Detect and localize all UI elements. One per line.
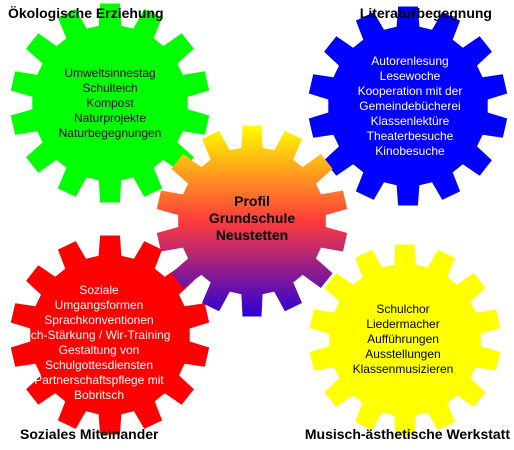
list-item: Soziale (79, 283, 119, 297)
title-music: Musisch-ästhetische Werkstatt (304, 426, 510, 442)
list-item: Kompost (86, 96, 134, 110)
gear-center-profile (156, 125, 348, 317)
list-item: Schulchor (376, 302, 430, 316)
list-item: Naturprojekte (73, 111, 147, 125)
center-line: Grundschule (208, 210, 296, 226)
list-item: Ich-Stärkung / Wir-Training (27, 328, 171, 342)
title-ecology: Ökologische Erziehung (8, 5, 164, 21)
gear-social (10, 235, 210, 435)
list-item: Klassenlektüre (370, 114, 450, 128)
center-profile-label: Profil Grundschule Neustetten (190, 193, 314, 244)
list-item: Umweltsinnestag (64, 66, 156, 80)
list-item: Partnerschaftspflege mit (34, 373, 164, 387)
list-item: Kinobesuche (375, 144, 445, 158)
list-item: Sprachkonventionen (44, 313, 154, 327)
list-item: Ausstellungen (365, 347, 441, 361)
gear-music (309, 244, 501, 436)
list-literature: Autorenlesung Lesewoche Kooperation mit … (330, 54, 490, 159)
list-item: Lesewoche (379, 69, 441, 83)
list-item: Aufführungen (367, 332, 439, 346)
title-literature: Literaturbegegnung (359, 5, 492, 21)
gear-literature (308, 6, 508, 206)
list-item: Schulgottesdiensten (44, 358, 154, 372)
list-item: Gestaltung von (58, 343, 140, 357)
list-music: Schulchor Liedermacher Aufführungen Auss… (328, 302, 478, 377)
list-item: Autorenlesung (371, 54, 449, 68)
title-social: Soziales Miteinander (20, 426, 159, 442)
list-social: Soziale Umgangsformen Sprachkonventionen… (14, 283, 184, 403)
gear-ecology (10, 3, 210, 203)
center-line: Neustetten (215, 227, 289, 243)
list-item: Theaterbesuche (366, 129, 454, 143)
list-item: Naturbegegnungen (58, 126, 162, 140)
list-item: Umgangsformen (54, 298, 144, 312)
list-ecology: Umweltsinnestag Schulteich Kompost Natur… (30, 66, 190, 141)
center-line: Profil (234, 193, 270, 209)
list-item: Gemeindebücherei (359, 99, 461, 113)
list-item: Kooperation mit der (357, 84, 463, 98)
list-item: Schulteich (82, 81, 138, 95)
list-item: Bobritsch (73, 388, 125, 402)
list-item: Klassenmusizieren (352, 362, 454, 376)
list-item: Liedermacher (366, 317, 440, 331)
